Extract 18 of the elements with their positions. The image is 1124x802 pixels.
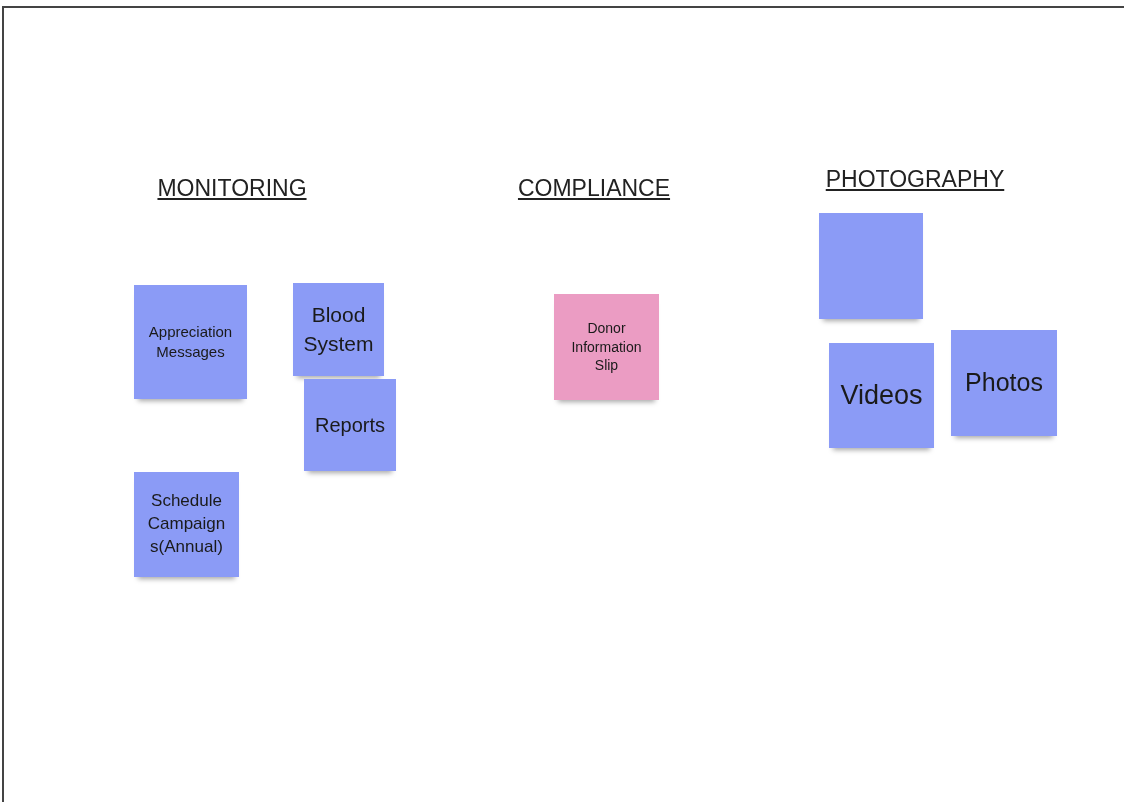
column-heading: COMPLIANCE <box>517 177 671 200</box>
sticky-note <box>819 213 923 319</box>
column-heading: PHOTOGRAPHY <box>825 168 1005 191</box>
sticky-note <box>134 285 247 399</box>
sticky-note <box>829 343 934 448</box>
note-text: Photos <box>965 367 1043 399</box>
note-text: Schedule Campaign s(Annual) <box>146 490 227 558</box>
sticky-note <box>134 472 239 577</box>
note-text: Videos <box>840 379 923 413</box>
note-text: Donor Information Slip <box>570 318 643 376</box>
sticky-note <box>293 283 384 376</box>
column-heading: MONITORING <box>157 177 307 200</box>
sticky-note <box>951 330 1057 436</box>
note-text: Appreciation Messages <box>147 321 234 362</box>
note-text: Reports <box>315 412 385 438</box>
note-text: Blood System <box>302 302 375 357</box>
sticky-note <box>554 294 659 400</box>
sticky-note <box>304 379 396 471</box>
